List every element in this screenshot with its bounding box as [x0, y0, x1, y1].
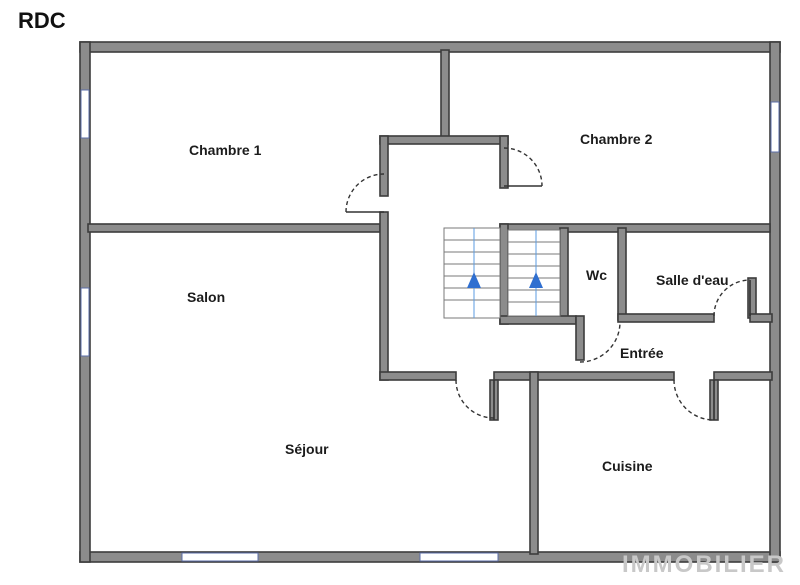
wall-ch1-salon — [87, 223, 381, 233]
label-salon: Salon — [187, 289, 225, 305]
wall-hall-bottom-mid — [493, 371, 675, 381]
label-cuisine: Cuisine — [602, 458, 653, 474]
window-sejour-2 — [419, 552, 499, 562]
stair-up-arrow-icon — [529, 272, 543, 288]
door-arc-sejour — [455, 379, 495, 419]
stair-left-outline — [443, 227, 501, 319]
door-arc-chambre1 — [345, 173, 385, 213]
staircase-left — [443, 227, 501, 319]
wall-sde-bottom-right — [749, 313, 773, 323]
stair-up-arrow-icon — [467, 272, 481, 288]
wall-hall-left-upper — [379, 135, 389, 197]
wall-ch2-door-side — [499, 135, 509, 189]
door-arc-wc — [579, 321, 621, 363]
wall-right — [769, 41, 781, 563]
door-arc-cuisine — [673, 379, 715, 421]
window-sejour-1 — [181, 552, 259, 562]
label-chambre1: Chambre 1 — [189, 142, 262, 158]
wall-top — [79, 41, 781, 53]
label-entree: Entrée — [620, 345, 664, 361]
watermark: IMMOBILIER — [622, 551, 786, 578]
room-labels: Chambre 1 Chambre 2 Salon Séjour Wc Sall… — [187, 131, 729, 474]
wall-wc-left — [559, 227, 569, 321]
wall-sde-bottom — [617, 313, 715, 323]
wall-hall-bottom-left — [379, 371, 457, 381]
wall-sejour-cuisine — [529, 371, 539, 555]
stair-right-outline — [507, 229, 561, 317]
label-sejour: Séjour — [285, 441, 329, 457]
outer-walls — [79, 41, 781, 563]
wall-hall-bottom-right — [713, 371, 773, 381]
window-salon — [80, 287, 90, 357]
label-wc: Wc — [586, 267, 607, 283]
wall-wc-bottom — [499, 315, 577, 325]
window-chambre1 — [80, 89, 90, 139]
staircase-right — [507, 229, 561, 317]
door-arc-salle-eau — [713, 279, 751, 317]
wall-entree-stub — [575, 315, 585, 361]
door-arc-chambre2 — [503, 147, 543, 187]
windows — [80, 89, 780, 562]
wall-hall-left-lower — [379, 211, 389, 381]
wall-ch1-ch2 — [440, 49, 450, 139]
label-salle-eau: Salle d'eau — [656, 272, 729, 288]
floor-title: RDC — [18, 8, 66, 33]
wall-wc-right — [617, 227, 627, 321]
doors — [345, 147, 751, 421]
window-chambre2 — [770, 101, 780, 153]
label-chambre2: Chambre 2 — [580, 131, 653, 147]
wall-stair-right — [499, 223, 509, 325]
wall-hall-top — [379, 135, 509, 145]
